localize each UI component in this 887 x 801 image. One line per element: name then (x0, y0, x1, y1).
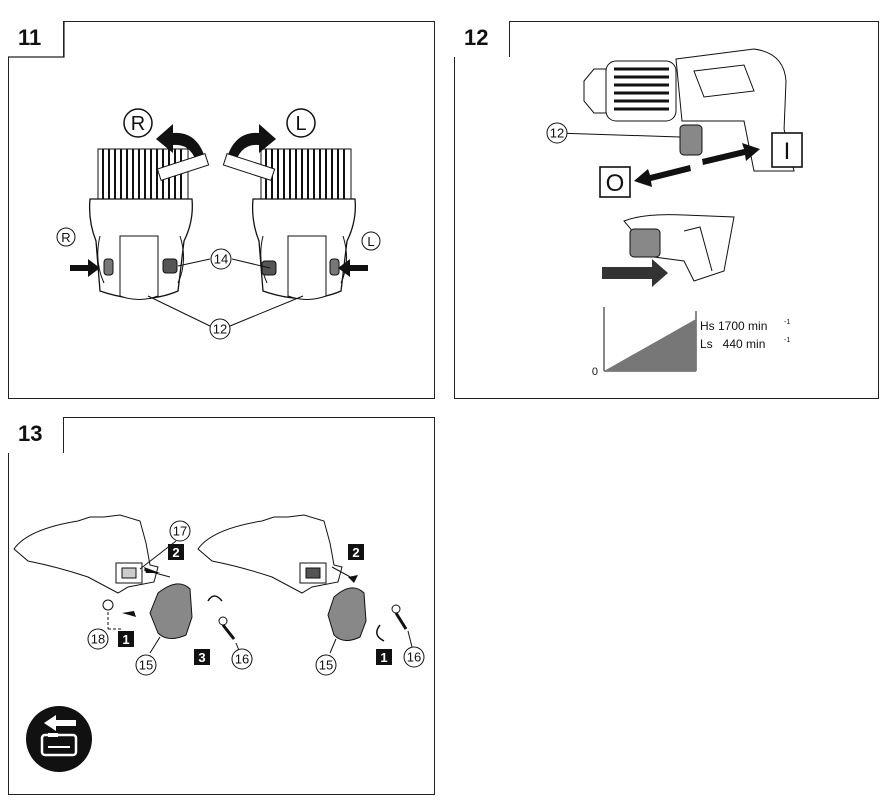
direction-left-symbol-small: L (361, 231, 381, 251)
on-symbol-box: I (771, 132, 803, 168)
svg-text:2: 2 (352, 545, 359, 560)
drill-front-view-left (88, 148, 193, 300)
svg-text:Ls 440 min: Ls 440 min (700, 337, 765, 351)
direction-right-symbol-top: R (123, 108, 153, 138)
figure-12-illustration: 12 O I 0 Hs 1700 min -1 Ls 440 min -1 (546, 48, 803, 378)
svg-text:17: 17 (173, 524, 187, 539)
svg-text:2: 2 (172, 545, 179, 560)
figure-12-number-text: 12 (464, 25, 489, 50)
figure-11-number: 11 (8, 21, 64, 57)
svg-text:15: 15 (319, 658, 333, 673)
tool-base-left (13, 514, 159, 594)
svg-text:I: I (784, 138, 791, 165)
svg-text:L: L (295, 113, 306, 135)
svg-text:16: 16 (235, 652, 249, 667)
tool-base-right (197, 514, 343, 594)
svg-text:0: 0 (592, 366, 598, 378)
battery-removal-icon (26, 706, 92, 772)
screw-left (218, 616, 236, 640)
callout-17: 17 (169, 520, 191, 542)
belt-clip-left (149, 583, 193, 639)
figure-11-number-text: 11 (18, 25, 42, 50)
figure-11-illustration: R L R L 14 12 (8, 21, 381, 340)
screw-right (391, 604, 408, 630)
svg-text:Hs 1700 min: Hs 1700 min (700, 319, 767, 333)
callout-18: 18 (87, 628, 109, 650)
svg-text:R: R (61, 230, 70, 245)
svg-text:14: 14 (214, 252, 228, 267)
rotate-counterclockwise-arrow (226, 124, 276, 167)
svg-text:O: O (606, 170, 625, 197)
callout-12-switch: 12 (546, 122, 568, 144)
svg-text:12: 12 (550, 126, 564, 141)
callout-12: 12 (209, 318, 231, 340)
svg-text:-1: -1 (784, 319, 790, 326)
svg-text:3: 3 (198, 650, 205, 665)
drill-side-view (583, 48, 795, 172)
direction-right-symbol-small: R (56, 227, 76, 247)
press-arrow (702, 143, 760, 165)
direction-left-symbol-top: L (286, 108, 316, 138)
nut-18 (102, 599, 114, 611)
push-arrow-right-side (338, 259, 368, 277)
svg-text:1: 1 (380, 650, 387, 665)
figure-13-number-text: 13 (18, 421, 43, 446)
speed-graph: 0 (592, 307, 697, 378)
svg-text:-1: -1 (784, 337, 790, 344)
figure-12-number: 12 (454, 21, 510, 57)
rotate-clockwise-arrow (156, 124, 206, 167)
trigger-detail (623, 214, 735, 282)
belt-clip-right (327, 587, 367, 641)
release-arrow (634, 165, 691, 187)
variable-speed-arrow (602, 259, 668, 287)
push-arrow-left-side (70, 259, 100, 277)
step-2-left: 2 (168, 544, 184, 560)
figure-13-number: 13 (8, 417, 64, 453)
step-1-right: 1 (376, 649, 392, 665)
svg-text:1: 1 (122, 632, 129, 647)
step-1-left: 1 (118, 631, 134, 647)
svg-text:16: 16 (407, 650, 421, 665)
callout-16-left: 16 (231, 648, 253, 670)
speed-high-label: Hs 1700 min -1 (700, 319, 790, 333)
svg-text:15: 15 (139, 658, 153, 673)
speed-low-label: Ls 440 min -1 (700, 337, 790, 351)
callout-16-right: 16 (403, 646, 425, 668)
off-symbol-box: O (599, 166, 631, 198)
svg-text:18: 18 (91, 632, 105, 647)
callout-14: 14 (210, 248, 232, 270)
callout-15-right: 15 (315, 654, 337, 676)
callout-15-left: 15 (135, 654, 157, 676)
step-2-right: 2 (348, 544, 364, 560)
figure-13-illustration: 2 1 3 2 1 17 18 15 16 15 16 (13, 514, 425, 772)
svg-text:R: R (131, 113, 145, 135)
svg-text:12: 12 (213, 322, 227, 337)
svg-text:L: L (367, 234, 374, 249)
step-3-left: 3 (194, 649, 210, 665)
